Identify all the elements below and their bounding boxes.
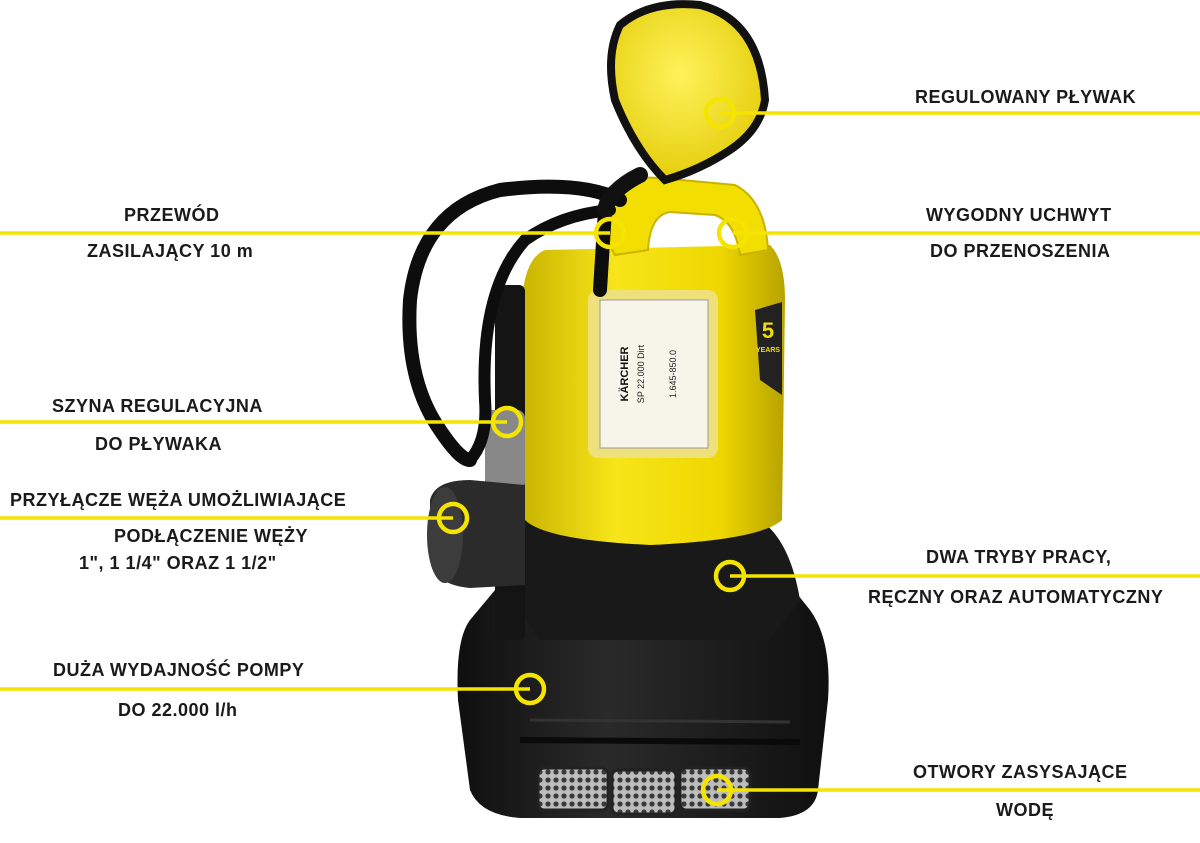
- warranty-number: 5: [762, 318, 774, 343]
- callout-dot-handle: [716, 216, 750, 250]
- warranty-badge: [755, 302, 782, 395]
- callout-modes-line1: DWA TRYBY PRACY,: [926, 547, 1112, 567]
- callout-rail-line1: SZYNA REGULACYJNA: [52, 396, 263, 416]
- callout-hose-line1: PRZYŁĄCZE WĘŻA UMOŻLIWIAJĄCE: [10, 490, 347, 510]
- callout-dot-hose: [436, 501, 470, 535]
- callout-float-line1: REGULOWANY PŁYWAK: [915, 87, 1137, 107]
- callout-capacity-line1: DUŻA WYDAJNOŚĆ POMPY: [53, 660, 305, 680]
- label-model: SP 22.000 Dirt: [636, 344, 646, 403]
- callout-capacity-line2: DO 22.000 l/h: [118, 700, 238, 720]
- power-cable: [402, 179, 627, 467]
- intake-grille: [610, 768, 678, 816]
- callout-modes-line2: RĘCZNY ORAZ AUTOMATYCZNY: [868, 587, 1164, 607]
- label-part-number: 1.645-850.0: [668, 350, 678, 398]
- callout-hose-line3: 1", 1 1/4" ORAZ 1 1/2": [79, 553, 277, 573]
- callout-rail-line2: DO PŁYWAKA: [95, 434, 223, 454]
- callout-cable-line2: ZASILAJĄCY 10 m: [87, 241, 254, 261]
- float-switch: [607, 0, 770, 185]
- callout-dot-rail: [490, 405, 524, 439]
- callout-handle-line1: WYGODNY UCHWYT: [926, 205, 1112, 225]
- callout-handle-line2: DO PRZENOSZENIA: [930, 241, 1111, 261]
- callout-dot-float: [703, 96, 737, 130]
- callout-dot-capacity: [513, 672, 547, 706]
- label-brand: KÄRCHER: [618, 346, 631, 401]
- callout-dot-intake: [700, 773, 734, 807]
- warranty-text: YEARS: [756, 347, 780, 354]
- callout-intake-line2: WODĘ: [996, 800, 1054, 820]
- callout-intake-line1: OTWORY ZASYSAJĄCE: [913, 762, 1128, 782]
- intake-grille: [536, 766, 610, 812]
- callout-cable-line1: PRZEWÓD: [124, 205, 220, 225]
- callout-dot-cable: [593, 216, 627, 250]
- callout-dot-modes: [713, 559, 747, 593]
- callout-hose-line2: PODŁĄCZENIE WĘŻY: [114, 526, 309, 546]
